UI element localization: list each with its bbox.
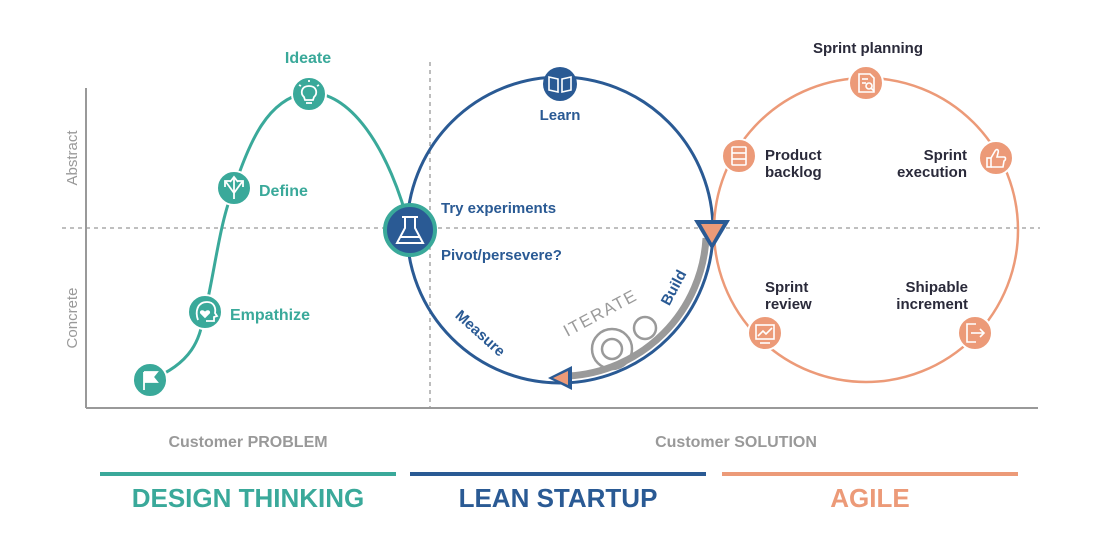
- abstract-label: Abstract: [64, 130, 81, 186]
- try-experiments-label: Try experiments: [441, 200, 556, 217]
- product-backlog-label-line2: backlog: [765, 164, 822, 181]
- ideate-label: Ideate: [285, 50, 331, 67]
- export-icon: [966, 323, 986, 343]
- backlog-list-icon: [731, 146, 747, 166]
- sprint-review-label-line1: Sprint: [765, 279, 808, 296]
- lightbulb-icon: [298, 80, 320, 104]
- learn-node: [543, 67, 577, 101]
- empathy-head-icon: [195, 301, 219, 322]
- diverge-arrows-icon: [224, 175, 244, 199]
- design-thinking-curve: [149, 91, 412, 382]
- iterate-arrow-inner: [553, 371, 568, 385]
- experiment-node: [383, 203, 437, 257]
- sprint-execution-node: [978, 140, 1014, 176]
- flag-node: [132, 362, 168, 398]
- shipable-increment-label-line1: Shipable: [905, 279, 968, 296]
- concrete-label: Concrete: [64, 288, 81, 349]
- flag-icon: [143, 371, 159, 390]
- agile-title: AGILE: [830, 483, 909, 513]
- sprint-review-node: [747, 315, 783, 351]
- empathize-node: [187, 294, 223, 330]
- thumbs-up-icon: [986, 148, 1007, 168]
- chart-review-icon: [755, 324, 775, 344]
- pivot-label: Pivot/persevere?: [441, 247, 562, 264]
- shipable-increment-node: [957, 315, 993, 351]
- document-search-icon: [858, 73, 875, 93]
- measure-label: Measure: [452, 307, 509, 360]
- sprint-execution-label-line2: execution: [897, 164, 967, 181]
- empathize-label: Empathize: [230, 307, 310, 324]
- lean-startup-title: LEAN STARTUP: [459, 483, 658, 513]
- open-book-icon: [548, 76, 572, 93]
- iterate-arc: [567, 237, 710, 380]
- define-label: Define: [259, 183, 308, 200]
- sprint-planning-label: Sprint planning: [813, 40, 923, 57]
- design-thinking-title: DESIGN THINKING: [132, 483, 365, 513]
- define-node: [216, 170, 252, 206]
- shipable-increment-label-line2: increment: [896, 296, 968, 313]
- gears-icon: [590, 315, 658, 371]
- customer-solution-label: Customer SOLUTION: [655, 434, 817, 451]
- sprint-review-label-line2: review: [765, 296, 812, 313]
- build-arrow-inner: [701, 224, 723, 243]
- sprint-execution-label-line1: Sprint: [924, 147, 967, 164]
- sprint-planning-node: [848, 65, 884, 101]
- customer-problem-label: Customer PROBLEM: [168, 434, 327, 451]
- learn-label: Learn: [540, 107, 581, 124]
- flask-icon: [395, 216, 425, 244]
- ideate-node: [291, 76, 327, 112]
- product-backlog-node: [721, 138, 757, 174]
- product-backlog-label-line1: Product: [765, 147, 822, 164]
